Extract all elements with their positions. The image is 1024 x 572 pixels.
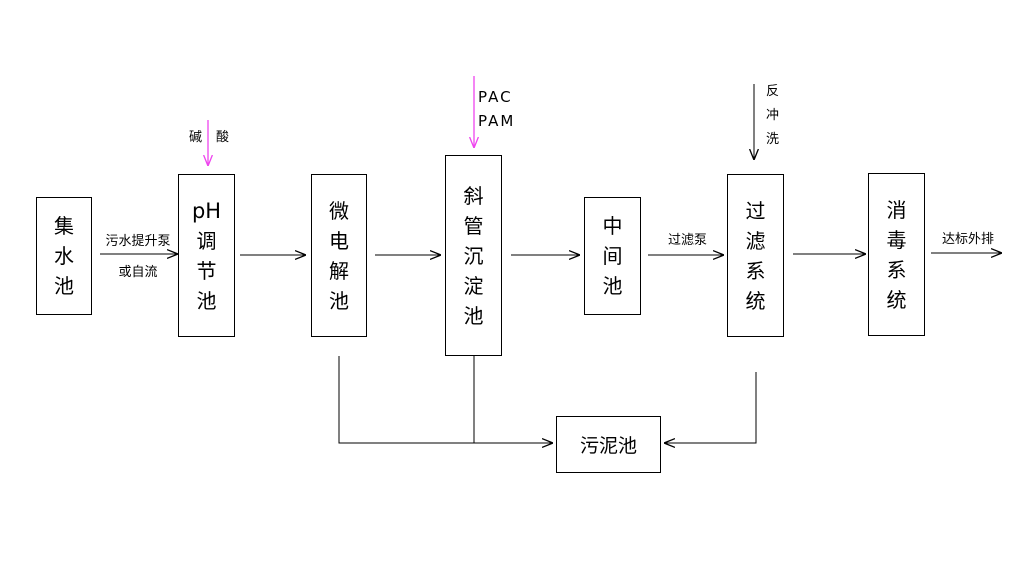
node-label: 中间池 bbox=[602, 214, 623, 298]
node-sludge-tank: 污泥池 bbox=[556, 416, 661, 473]
node-label: 调节池 bbox=[196, 228, 217, 313]
label-discharge: 达标外排 bbox=[942, 232, 995, 247]
label-backwash: 反冲洗 bbox=[766, 84, 780, 147]
node-ph-adjustment-tank: pH 调节池 bbox=[178, 174, 235, 337]
node-label: 污泥池 bbox=[579, 435, 637, 457]
node-label: 微电解池 bbox=[329, 198, 349, 313]
label-pump-line2: 或自流 bbox=[118, 265, 158, 280]
label-pac: PAC bbox=[478, 88, 513, 106]
node-disinfection-system: 消毒系统 bbox=[868, 173, 925, 336]
label-alkali: 碱 bbox=[189, 130, 203, 145]
node-label-ph: pH bbox=[191, 198, 222, 223]
label-pump: 污水提升泵 或自流 bbox=[100, 230, 176, 280]
label-filter-pump: 过滤泵 bbox=[668, 233, 708, 248]
node-filtration-system: 过滤系统 bbox=[727, 174, 784, 337]
label-pam: PAM bbox=[478, 112, 516, 130]
label-pump-line1: 污水提升泵 bbox=[105, 234, 171, 249]
node-micro-electrolysis-tank: 微电解池 bbox=[311, 174, 367, 337]
node-label: 集水池 bbox=[54, 214, 74, 298]
arrow-to-sludge-right bbox=[664, 372, 757, 443]
node-collection-tank: 集水池 bbox=[36, 197, 92, 315]
node-label: 过滤系统 bbox=[745, 198, 766, 313]
node-label: 斜管沉淀池 bbox=[463, 183, 484, 328]
node-inclined-tube-settler: 斜管沉淀池 bbox=[445, 155, 502, 356]
label-acid: 酸 bbox=[216, 130, 230, 145]
node-label: 消毒系统 bbox=[886, 197, 907, 312]
node-intermediate-tank: 中间池 bbox=[584, 197, 641, 315]
sludge-line-micro bbox=[338, 356, 474, 444]
